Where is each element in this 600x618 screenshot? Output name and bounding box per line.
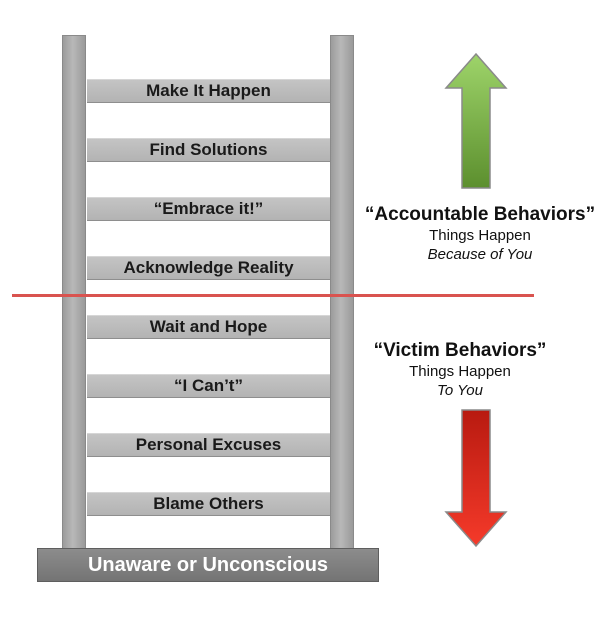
divider-line	[12, 294, 534, 297]
victim-behaviors-label: “Victim Behaviors” Things Happen To You	[360, 340, 560, 400]
rung-blame-others: Blame Others	[87, 492, 330, 516]
accountable-line-2: Because of You	[427, 246, 533, 263]
ladder-base: Unaware or Unconscious	[37, 548, 379, 582]
accountable-line-1: Things Happen	[429, 227, 531, 244]
rung-make-it-happen: Make It Happen	[87, 79, 330, 103]
down-arrow-icon	[444, 409, 508, 548]
victim-line-1: Things Happen	[409, 363, 511, 380]
ladder-left-rail	[62, 35, 86, 551]
up-arrow-icon	[444, 52, 508, 189]
rung-wait-and-hope: Wait and Hope	[87, 315, 330, 339]
rung-i-cant: “I Can’t”	[87, 374, 330, 398]
victim-title: “Victim Behaviors”	[373, 340, 547, 361]
ladder-right-rail	[330, 35, 354, 551]
rung-acknowledge-reality: Acknowledge Reality	[87, 256, 330, 280]
rung-embrace-it: “Embrace it!”	[87, 197, 330, 221]
victim-line-2: To You	[437, 382, 483, 399]
accountable-behaviors-label: “Accountable Behaviors” Things Happen Be…	[360, 204, 600, 264]
rung-find-solutions: Find Solutions	[87, 138, 330, 162]
rung-personal-excuses: Personal Excuses	[87, 433, 330, 457]
accountable-title: “Accountable Behaviors”	[364, 204, 596, 225]
